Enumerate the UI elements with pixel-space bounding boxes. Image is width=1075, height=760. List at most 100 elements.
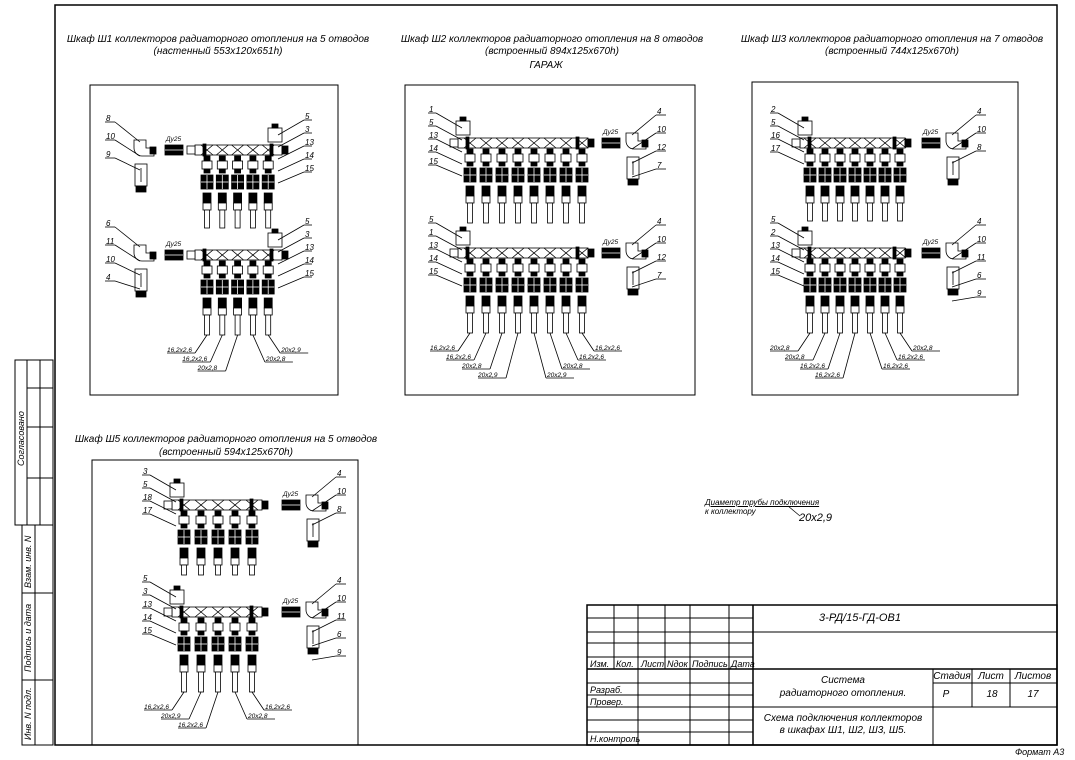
adapter-fitting (216, 160, 228, 170)
pipe-size-label: 16,2х2,6 (144, 704, 169, 711)
adapter-neck (248, 630, 256, 636)
pipe (897, 312, 903, 334)
callout-number: 3 (305, 125, 310, 134)
compression-fitting (545, 185, 555, 197)
thermometer-base (627, 178, 639, 186)
callout-leader (149, 500, 177, 515)
valve-cross (194, 606, 208, 618)
pipe-label-leader (533, 332, 547, 379)
outlet (803, 137, 817, 222)
compression-fitting (196, 547, 206, 559)
outlet-nut (248, 510, 256, 517)
adapter-neck (197, 630, 205, 636)
adapter-fitting (464, 263, 476, 273)
adapter-fitting (195, 515, 207, 525)
compression-fitting (865, 295, 875, 307)
compression-sleeve (529, 195, 539, 204)
outlet-nut (546, 148, 554, 155)
air-vent (267, 127, 283, 143)
callout-leader (777, 138, 805, 153)
compression-sleeve (529, 305, 539, 314)
valve-cross (511, 137, 525, 149)
adapter-neck (546, 271, 554, 277)
adapter-neck (866, 161, 874, 167)
valve-cross (231, 144, 244, 156)
callout-leader (149, 607, 177, 622)
callout-leader (951, 150, 977, 164)
callout-number: 9 (977, 289, 982, 298)
title-block-grid (586, 604, 1058, 746)
manifold-bar (457, 137, 589, 149)
manifold-ring (575, 136, 580, 150)
compression-fitting (213, 547, 223, 559)
callout-leader (777, 261, 805, 275)
pipe (837, 312, 843, 334)
callout-leader (311, 494, 337, 512)
callout-number: 11 (106, 237, 114, 246)
pipe (547, 202, 553, 224)
callout-number: 2 (770, 105, 776, 114)
air-vent-cap (271, 123, 279, 129)
pipe-label-leader (209, 334, 223, 363)
compression-fitting (233, 192, 243, 204)
cabinet-subtitle-sh3: (встроенный 744х125х670h) (825, 46, 959, 57)
valve-cross (527, 247, 541, 259)
compression-fitting (263, 297, 273, 309)
adapter-neck (466, 161, 474, 167)
compression-sleeve (850, 195, 860, 204)
adapter-fitting (849, 153, 861, 163)
compression-fitting (513, 185, 523, 197)
outlet (246, 144, 260, 229)
pipe-label-leader (842, 332, 856, 379)
header-ndok: Nдок (667, 659, 688, 669)
stage-value: Р (942, 689, 950, 700)
pipe-label-leader (549, 332, 563, 370)
pipe (515, 202, 521, 224)
compression-sleeve (880, 305, 890, 314)
callout-leader (114, 280, 141, 290)
valve-cross (559, 247, 573, 259)
air-vent (797, 230, 813, 246)
elbow-nut (961, 139, 969, 148)
cabinet-note-sh2: ГАРАЖ (529, 60, 563, 71)
valve-size-label: Ду25 (282, 598, 299, 605)
manifold-end-cap (186, 250, 196, 260)
supply-manifold (186, 123, 289, 229)
valve-cross (216, 249, 229, 261)
adapter-neck (851, 161, 859, 167)
adapter-fitting (464, 153, 476, 163)
callout-leader (149, 633, 177, 646)
pipe-label-leader (205, 691, 219, 729)
compression-fitting (895, 185, 905, 197)
sheet-title-line2: в шкафах Ш1, Ш2, Ш3, Ш5. (779, 725, 907, 736)
callout-leader (631, 278, 657, 288)
callout-number: 5 (771, 118, 776, 127)
cabinet-diagram-2: 251617Ду25410820х2,820х2,816,2х2,616,2х2… (769, 105, 986, 379)
pipe-label-leader (251, 691, 265, 711)
pipe-size-label: 20х2,8 (562, 363, 583, 370)
compression-fitting (880, 295, 890, 307)
callout-leader (114, 157, 141, 171)
valve-cross (479, 247, 493, 259)
valve-cross (177, 499, 191, 511)
callout-number: 1 (429, 105, 433, 114)
pipe-label-leader (194, 334, 208, 354)
role-norm-control: Н.контроль (590, 734, 641, 744)
pipe (897, 202, 903, 222)
adapter-fitting (247, 265, 259, 275)
compression-fitting (481, 185, 491, 197)
header-date: Дата (731, 659, 755, 669)
pipe-size-label: 16,2х2,6 (595, 345, 620, 352)
compression-sleeve (497, 305, 507, 314)
valve-cross (495, 137, 509, 149)
pipe (867, 202, 873, 222)
outlet-nut (249, 260, 257, 267)
adapter-neck (881, 161, 889, 167)
outlet-nut (234, 155, 242, 162)
pipe-label-leader (171, 691, 185, 711)
callout-number: 17 (143, 506, 152, 515)
callout-leader (951, 260, 977, 274)
adapter-fitting (512, 153, 524, 163)
